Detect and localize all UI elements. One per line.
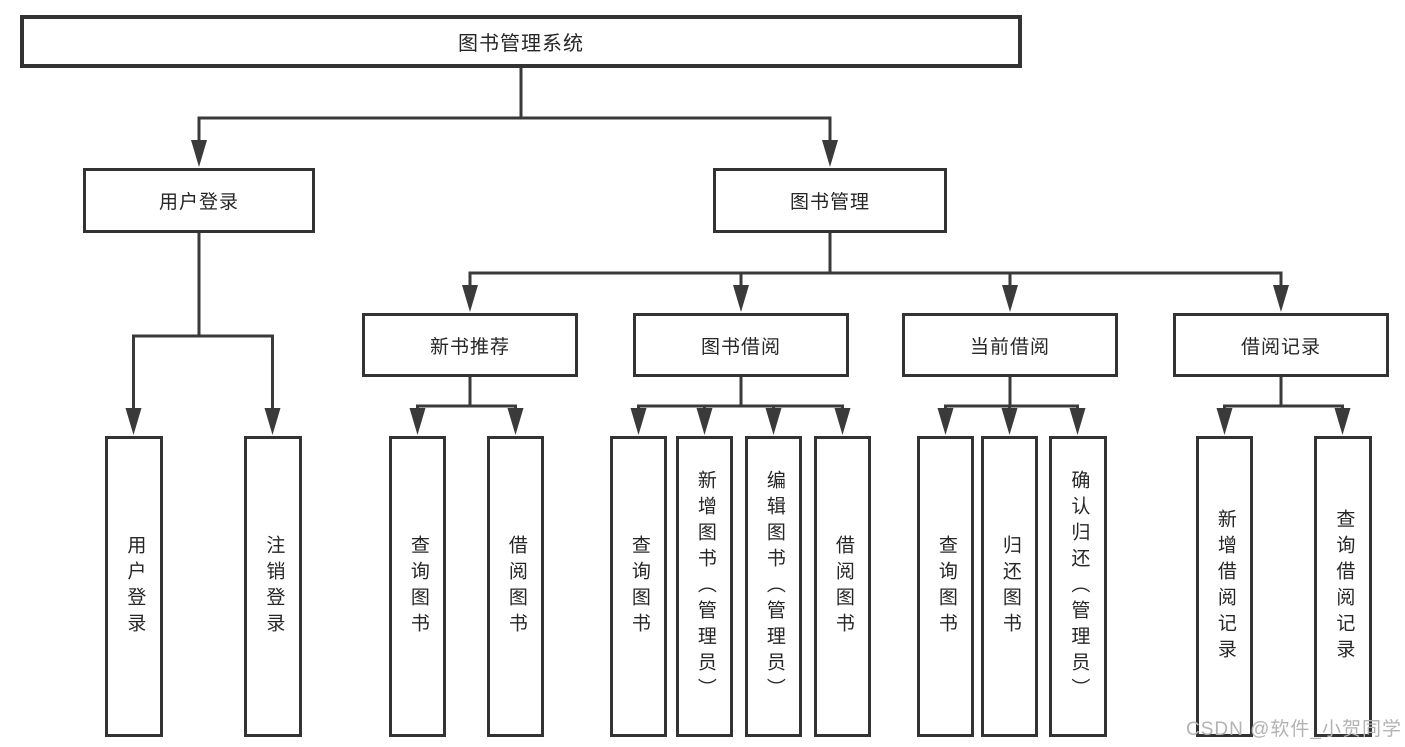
leaf-borrow-add-books-admin-label: 新增图书（管理员） [694,469,716,704]
leaf-records-query-record: 查询借阅记录 [1314,436,1372,737]
watermark: CSDN @软件_小贺同学 [1186,719,1402,740]
node-book-borrow-label: 图书借阅 [700,336,781,358]
node-user-login-label: 用户登录 [158,192,239,213]
node-root: 图书管理系统 [20,15,1022,68]
leaf-current-return-books-label: 归还图书 [999,534,1021,639]
leaf-recommend-borrow-books-label: 借阅图书 [505,534,527,639]
leaf-borrow-edit-books-admin: 编辑图书（管理员） [745,436,802,737]
node-user-login: 用户登录 [83,168,315,233]
leaf-user-login: 用户登录 [105,436,163,737]
leaf-records-query-record-label: 查询借阅记录 [1333,508,1355,665]
node-new-book-recommend-label: 新书推荐 [429,336,510,358]
leaf-user-login-label: 用户登录 [124,534,146,639]
node-borrow-records: 借阅记录 [1173,313,1389,377]
leaf-logout-label: 注销登录 [263,534,285,639]
node-book-management-label: 图书管理 [789,192,870,213]
leaf-current-return-books: 归还图书 [981,436,1038,737]
leaf-current-query-books: 查询图书 [917,436,974,737]
node-current-borrow-label: 当前借阅 [969,336,1050,358]
leaf-borrow-borrow-books: 借阅图书 [814,436,871,737]
leaf-current-confirm-return-admin: 确认归还（管理员） [1049,436,1107,737]
leaf-recommend-borrow-books: 借阅图书 [487,436,544,737]
leaf-borrow-query-books-label: 查询图书 [628,534,650,639]
leaf-recommend-query-books-label: 查询图书 [407,534,429,639]
leaf-current-confirm-return-admin-label: 确认归还（管理员） [1068,469,1090,704]
leaf-recommend-query-books: 查询图书 [389,436,446,737]
leaf-borrow-add-books-admin: 新增图书（管理员） [676,436,733,737]
leaf-records-add-record-label: 新增借阅记录 [1214,508,1236,665]
node-book-management: 图书管理 [713,168,947,233]
node-root-label: 图书管理系统 [458,33,584,55]
leaf-current-query-books-label: 查询图书 [935,534,957,639]
node-new-book-recommend: 新书推荐 [362,313,578,377]
leaf-borrow-query-books: 查询图书 [610,436,667,737]
node-book-borrow: 图书借阅 [633,313,849,377]
node-borrow-records-label: 借阅记录 [1240,336,1321,358]
leaf-borrow-edit-books-admin-label: 编辑图书（管理员） [763,469,785,704]
leaf-borrow-borrow-books-label: 借阅图书 [832,534,854,639]
leaf-logout: 注销登录 [244,436,302,737]
leaf-records-add-record: 新增借阅记录 [1196,436,1253,737]
node-current-borrow: 当前借阅 [902,313,1118,377]
